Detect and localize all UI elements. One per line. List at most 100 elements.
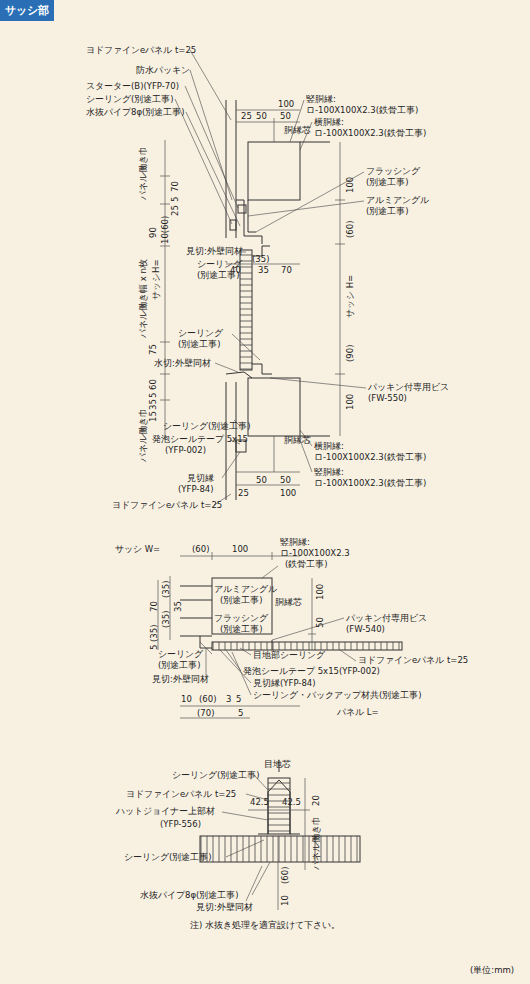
part-label: 50 (256, 112, 267, 121)
dimension-label: パネル働き巾 (139, 408, 148, 462)
part-label: 胴縁芯 (275, 598, 302, 607)
part-label: (鉄骨工事) (285, 560, 328, 569)
drawing-stroke (165, 140, 166, 440)
dimension-label: 10 (281, 895, 290, 906)
part-label: パッキン付専用ビス (368, 383, 449, 392)
drawing-stroke (340, 142, 341, 436)
part-label: (FW-540) (346, 625, 385, 634)
part-label: ロ-100X100X2.3(鉄骨工事) (306, 106, 418, 115)
part-label: 50 (280, 476, 291, 485)
part-label: 胴縁芯 (284, 436, 311, 445)
part-label: 25 (238, 489, 249, 498)
part-label: 胴縁芯 (284, 126, 311, 135)
dimension-label: (60) (281, 867, 290, 884)
drawing-stroke (160, 246, 170, 247)
part-label: 水抜パイプ8φ(別途工事) (86, 108, 185, 117)
drawing-stroke (305, 778, 306, 870)
drawing-stroke (246, 866, 262, 901)
dimension-label: (60) (346, 221, 355, 238)
part-label: ロ-100X100X2.3 (280, 549, 350, 558)
drawing-stroke (212, 552, 213, 560)
part-label: フラッシング (214, 614, 268, 623)
drawing-stroke (335, 244, 345, 245)
drawing-stroke (190, 70, 232, 200)
drawing-stroke (312, 578, 313, 650)
drawing-stroke (274, 118, 275, 142)
part-label: (YFP-002) (165, 446, 206, 455)
dimension-label: (35) (162, 581, 171, 598)
part-label: フラッシング (366, 167, 420, 176)
drawing-stroke (236, 472, 300, 473)
dimension-label: 25 (171, 205, 180, 216)
part-label: (別途工事) (178, 340, 221, 349)
part-label: サッシ W= (115, 545, 160, 554)
part-label: 発泡シールテープ 5x15(YFP-002) (243, 667, 380, 676)
part-label: 見切:外壁同材 (196, 903, 253, 912)
part-label: 100 (278, 100, 294, 109)
part-label: (別途工事) (220, 625, 263, 634)
drawing-stroke (215, 363, 238, 372)
part-label: (YFP-84) (178, 485, 214, 494)
drawing-stroke (206, 648, 207, 678)
part-label: 42.5 (250, 798, 269, 807)
part-label: 42.5 (282, 798, 301, 807)
part-label: スターター(B)(YFP-70) (86, 82, 179, 91)
section-title: サッシ部 (0, 0, 54, 21)
part-label: 見切:外壁同材 (152, 675, 209, 684)
dimension-label: 5 (150, 645, 159, 650)
drawing-stroke (274, 436, 275, 472)
dimension-label: 5 (171, 197, 180, 202)
drawing-stroke (226, 100, 227, 238)
part-label: (35) (252, 255, 269, 264)
drawing-stroke (160, 204, 170, 205)
drawing-stroke (190, 50, 231, 120)
part-label: 水切:外壁同材 (154, 359, 211, 368)
drawing-stroke (185, 86, 238, 208)
drawing-stroke (278, 836, 279, 910)
part-label: 竪胴縁: (314, 468, 344, 477)
drawing-stroke (160, 176, 170, 177)
dimension-label: 20 (312, 795, 321, 806)
dimension-label: 70 (150, 601, 159, 612)
part-label: (別途工事) (366, 178, 409, 187)
drawing-stroke (238, 205, 246, 213)
drawing-stroke (252, 862, 270, 895)
part-label: シーリング (158, 650, 203, 659)
drawing-stroke (248, 378, 300, 436)
drawing-stroke (335, 374, 345, 375)
dimension-label: 75 (149, 344, 158, 355)
part-label: 竪胴縁: (280, 538, 310, 547)
part-label: 100 (280, 489, 296, 498)
part-label: 35 (258, 266, 269, 275)
part-label: 目地部シーリング (253, 651, 325, 660)
part-label: (60) (199, 695, 216, 704)
drawing-stroke (248, 778, 310, 910)
part-label: パネル L= (337, 708, 379, 717)
part-label: シーリング(別途工事) (163, 422, 251, 431)
part-label: 横胴縁: (314, 118, 344, 127)
part-label: 水抜パイプ8φ(別途工事) (140, 891, 239, 900)
drawing-stroke (248, 142, 300, 200)
dimension-label: パネル働き巾 (312, 816, 321, 870)
dimension-label: (35) (150, 625, 159, 642)
dimension-label: (35) (162, 611, 171, 628)
dimension-label: 100 (316, 584, 325, 600)
part-label: 横胴縁: (314, 442, 344, 451)
part-label: シーリング・バックアップ材共(別途工事) (253, 691, 422, 700)
drawing-stroke (160, 374, 170, 375)
part-label: ロ-100X100X2.3(鉄骨工事) (314, 453, 426, 462)
part-label: 10 (181, 695, 192, 704)
part-label: シーリング(別途工事) (172, 771, 260, 780)
drawing-stroke (272, 618, 344, 640)
part-label: パッキン付専用ビス (346, 614, 427, 623)
dimension-label: (90) (346, 345, 355, 362)
drawing-stroke (232, 334, 260, 360)
drawing-stroke (252, 364, 272, 374)
drawing-stroke (160, 342, 170, 343)
part-label: 5 (238, 709, 243, 718)
drawing-stroke (236, 110, 300, 111)
part-label: シーリング(別途工事) (86, 95, 174, 104)
dimension-label: 90 (149, 227, 158, 238)
drawing-stroke (270, 378, 366, 388)
